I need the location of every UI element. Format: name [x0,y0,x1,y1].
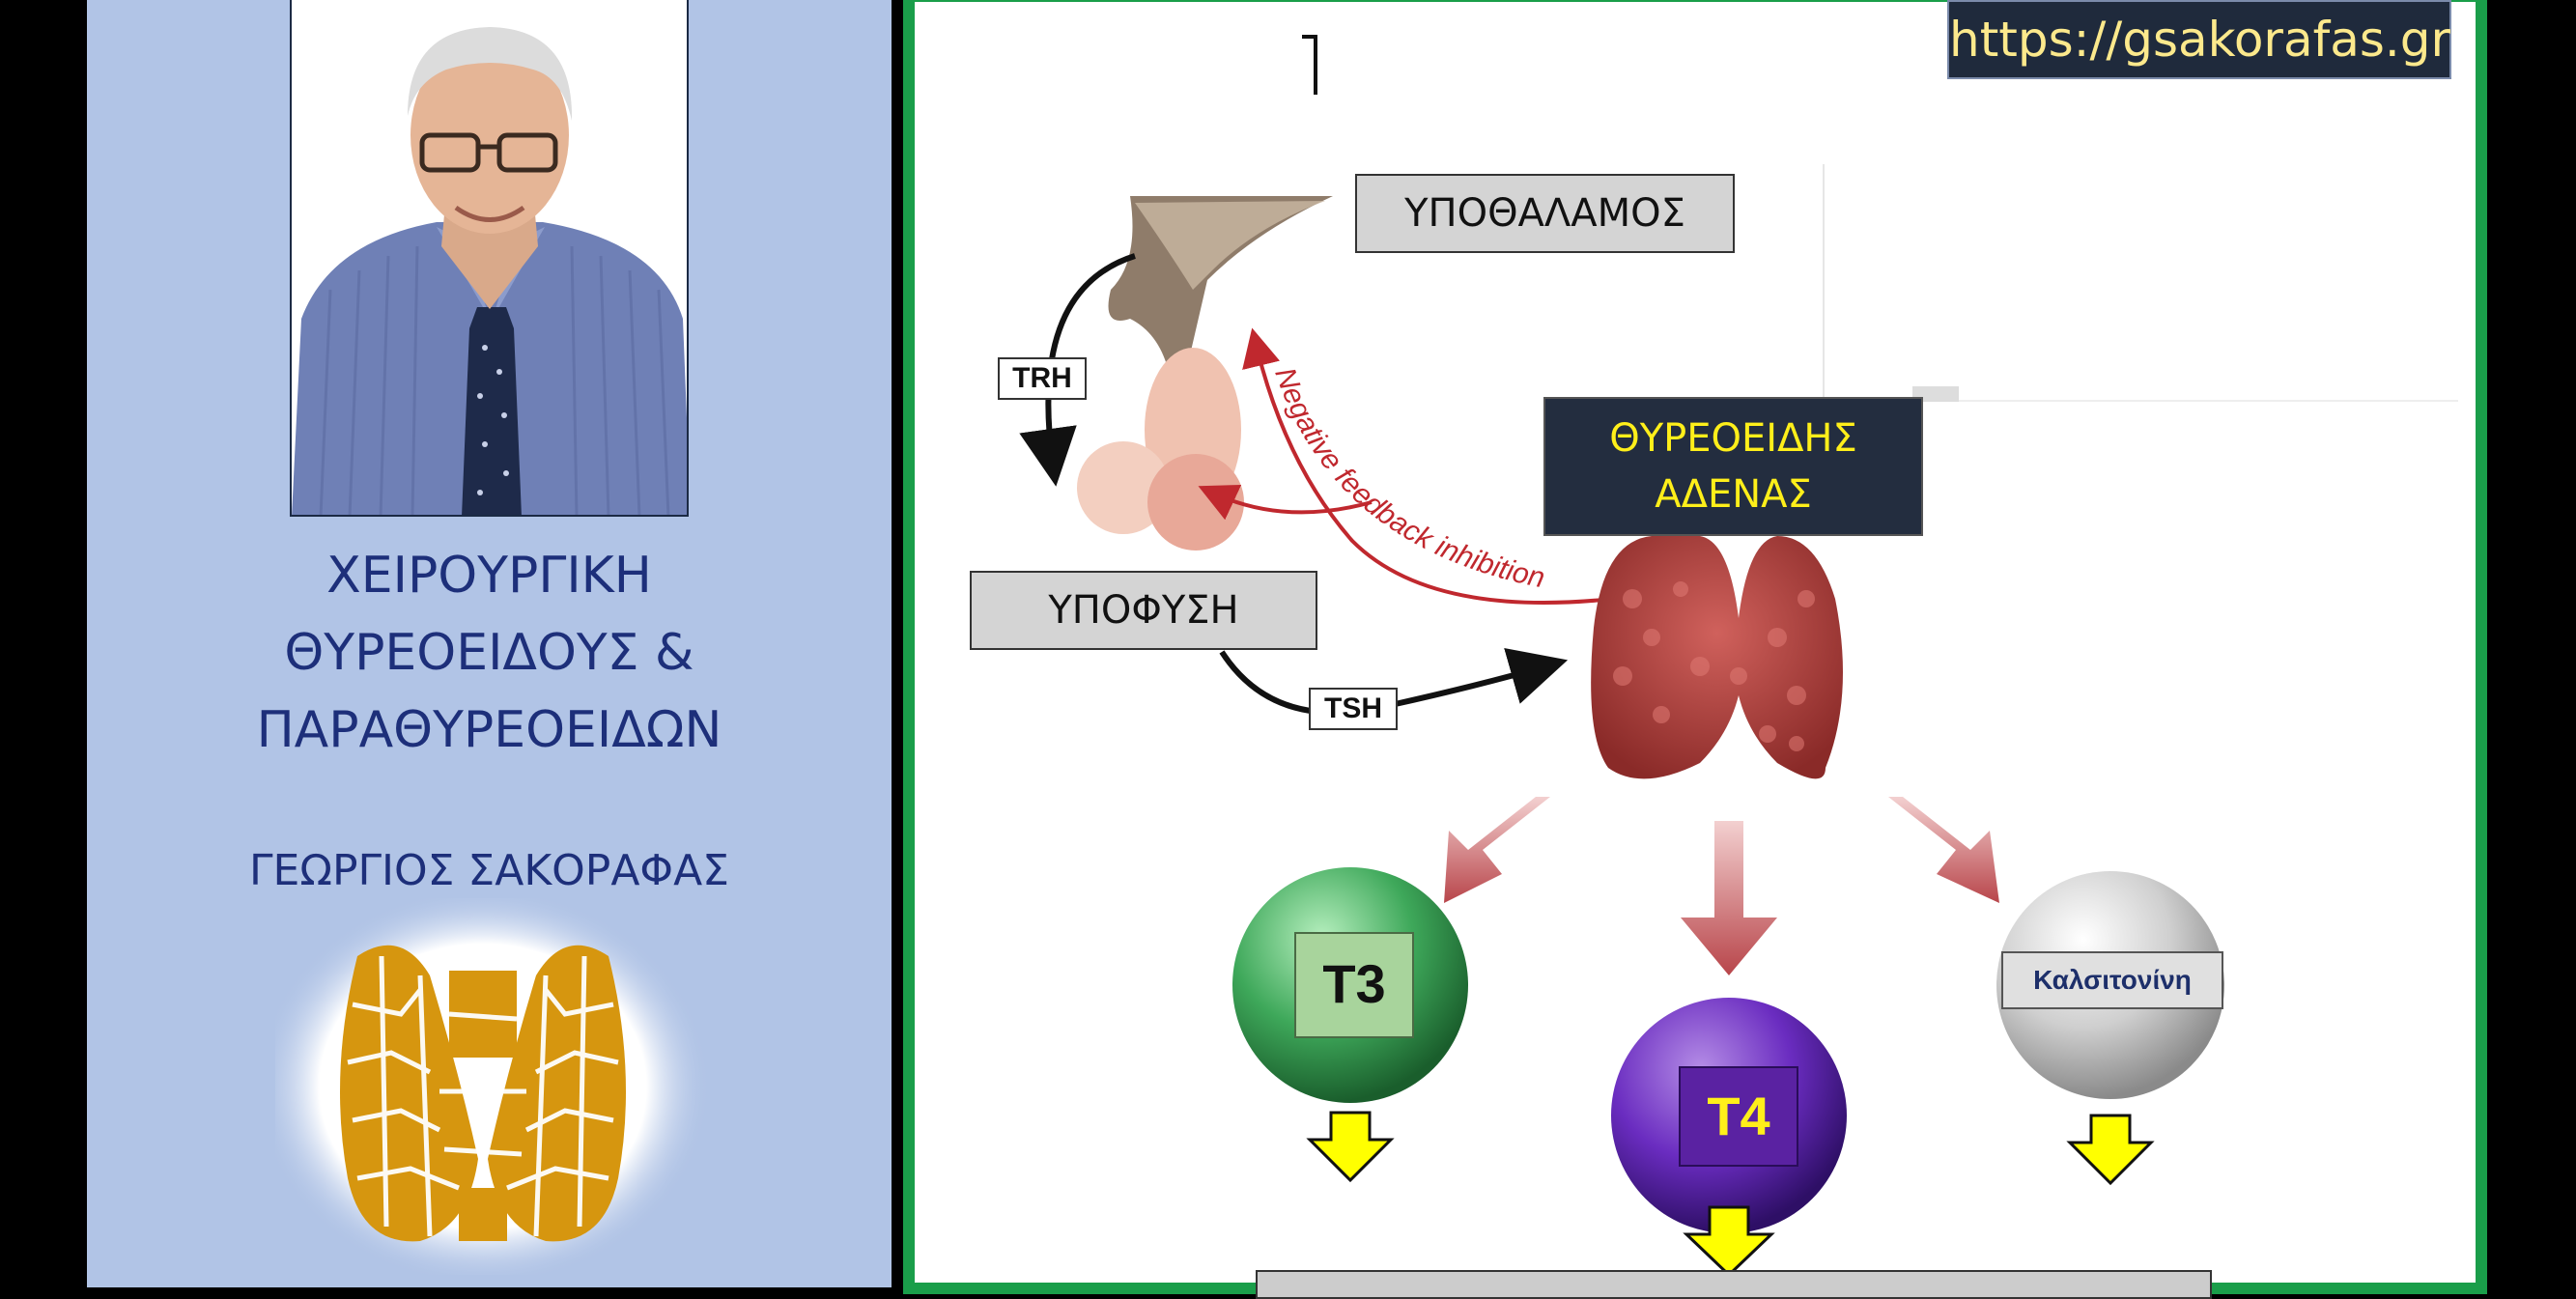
specialty-line-1: ΧΕΙΡΟΥΡΓΙΚΗ [326,547,652,605]
hypothalamus-illustration [1077,196,1333,551]
portrait-illustration [292,0,687,515]
portrait-photo [290,0,689,517]
thyroid-gland-illustration [1591,536,1843,779]
specialty-title: ΧΕΙΡΟΥΡΓΙΚΗ ΘΥΡΕΟΕΙΔΟΥΣ & ΠΑΡΑΘΥΡΕΟΕΙΔΩΝ [87,537,892,769]
yellow-down-arrows [1306,1111,2155,1278]
specialty-line-2: ΘΥΡΕΟΕΙΔΟΥΣ & [284,624,694,682]
pituitary-label: ΥΠΟΦΥΣΗ [970,571,1317,650]
bottom-bar [1256,1270,2212,1299]
sidebar-panel: ΧΕΙΡΟΥΡΓΙΚΗ ΘΥΡΕΟΕΙΔΟΥΣ & ΠΑΡΑΘΥΡΕΟΕΙΔΩΝ… [87,0,892,1287]
trh-tag: TRH [998,357,1087,400]
thyroid-gland-label: ΘΥΡΕΟΕΙΔΗΣ ΑΔΕΝΑΣ [1543,397,1923,536]
author-name: ΓΕΩΡΓΙΟΣ ΣΑΚΟΡΑΦΑΣ [249,846,729,895]
hypothalamus-label: ΥΠΟΘΑΛΑΜΟΣ [1355,174,1735,253]
thyroid-label-line-2: ΑΔΕΝΑΣ [1655,472,1812,517]
specialty-line-3: ΠΑΡΑΘΥΡΕΟΕΙΔΩΝ [256,701,722,759]
calcitonin-label: Καλσιτονίνη [2001,951,2223,1009]
thyroid-label-line-1: ΘΥΡΕΟΕΙΔΗΣ [1609,416,1857,461]
thyroid-logo-icon [275,898,710,1275]
secretion-arrows [1444,797,1999,975]
t4-label: T4 [1679,1066,1798,1167]
t3-label: T3 [1294,932,1414,1038]
website-url-link[interactable]: https://gsakorafas.gr [1947,0,2451,79]
tsh-tag: TSH [1309,688,1398,730]
